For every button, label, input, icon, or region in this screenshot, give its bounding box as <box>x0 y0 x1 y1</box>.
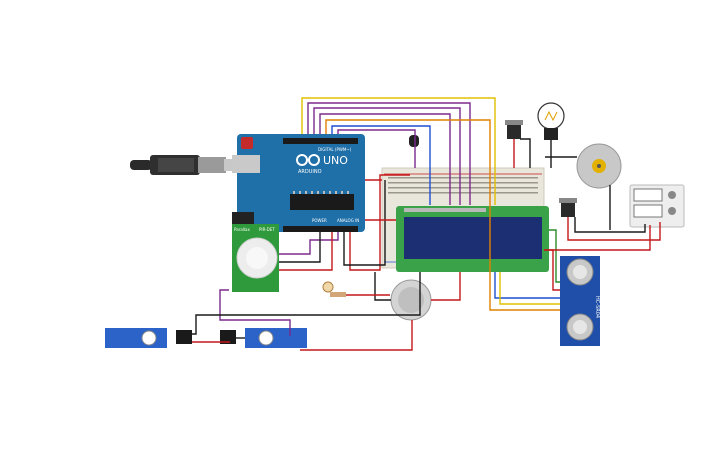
power-supply-icon[interactable] <box>629 184 685 228</box>
regulator-right[interactable] <box>559 198 577 217</box>
arduino-logo <box>296 154 320 166</box>
arduino-uno-label: UNO <box>323 154 348 167</box>
arduino-uno-board[interactable]: UNO ARDUINO DIGITAL (PWM~) POWER ANALOG … <box>232 134 365 232</box>
pir-brand-label: Parallax <box>234 227 250 232</box>
servo-motor-left[interactable] <box>105 328 192 348</box>
arduino-power-label: POWER <box>312 218 327 223</box>
arduino-brand-label: ARDUINO <box>298 169 322 175</box>
usb-cable-icon <box>130 155 238 175</box>
ultrasonic-sensor[interactable]: HC-SR04 <box>560 256 600 346</box>
ultrasonic-model-label: HC-SR04 <box>594 296 600 318</box>
potentiometer-icon[interactable] <box>390 279 432 321</box>
photoresistor-icon[interactable] <box>322 281 346 297</box>
arduino-analog-label: ANALOG IN <box>337 218 359 223</box>
pir-sensor[interactable]: Parallax PIR-DET <box>232 224 279 292</box>
light-bulb-icon[interactable] <box>537 102 565 140</box>
servo-motor-right[interactable] <box>220 328 307 348</box>
lcd-display[interactable] <box>396 206 549 272</box>
regulator-top[interactable] <box>505 120 523 139</box>
dc-motor-icon[interactable] <box>576 143 622 189</box>
wires <box>192 97 661 351</box>
transistor-top[interactable] <box>409 135 419 147</box>
pir-model-label: PIR-DET <box>259 227 275 232</box>
arduino-digital-label: DIGITAL (PWM~) <box>318 147 352 152</box>
